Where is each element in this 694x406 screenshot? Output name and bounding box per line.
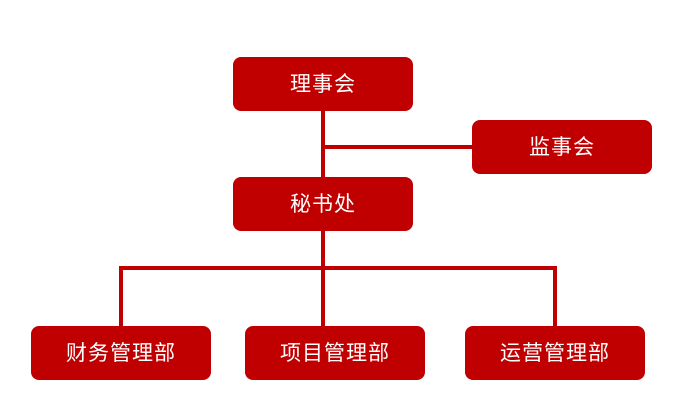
connector-secretariat-to-bus [321, 229, 325, 270]
org-node-finance-label: 财务管理部 [66, 340, 176, 365]
org-node-secretariat[interactable]: 秘书处 [233, 177, 413, 231]
connector-board-to-secretariat [321, 109, 325, 179]
org-node-operations-label: 运营管理部 [500, 340, 610, 365]
org-node-supervisors-label: 监事会 [529, 134, 595, 159]
org-node-project[interactable]: 项目管理部 [245, 326, 425, 380]
org-node-project-label: 项目管理部 [280, 340, 390, 365]
org-node-secretariat-label: 秘书处 [290, 191, 356, 216]
connector-bus-to-project [321, 266, 325, 328]
connector-bus-to-operations [553, 266, 557, 328]
org-node-operations[interactable]: 运营管理部 [465, 326, 645, 380]
connector-department-bus [119, 266, 557, 270]
org-node-board-label: 理事会 [290, 71, 356, 96]
org-node-finance[interactable]: 财务管理部 [31, 326, 211, 380]
org-node-supervisors[interactable]: 监事会 [472, 120, 652, 174]
org-node-board[interactable]: 理事会 [233, 57, 413, 111]
connector-bus-to-finance [119, 266, 123, 328]
connector-board-to-supervisors [323, 145, 474, 149]
